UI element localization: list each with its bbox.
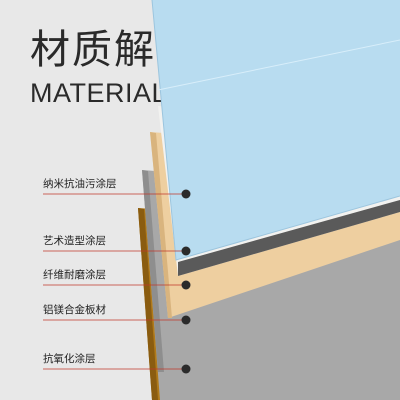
label-nano-oil-resistant: 纳米抗油污涂层 — [43, 178, 117, 190]
label-fiber-wear: 纤维耐磨涂层 — [43, 269, 106, 281]
label-aluminum-magnesium: 铝镁合金板材 — [43, 304, 106, 316]
marker-fiber — [181, 280, 191, 290]
layer-anti-oxidation-shade — [138, 208, 158, 400]
marker-art — [181, 246, 191, 256]
layer-aluminum-magnesium-shade — [142, 170, 164, 372]
layer-nano-oil-resistant — [152, 0, 400, 260]
label-anti-oxidation: 抗氧化涂层 — [43, 353, 96, 365]
layer-art-styling-shade — [178, 200, 400, 276]
marker-anti-oxidation — [181, 364, 191, 374]
marker-aluminum — [181, 315, 191, 325]
layer-fiber-wear-shade — [150, 132, 172, 318]
marker-nano — [181, 189, 191, 199]
layer-nano-oil-resistant-highlight — [157, 39, 400, 91]
layer-nano-oil-resistant-edge — [151, 0, 400, 261]
label-art-styling: 艺术造型涂层 — [43, 235, 106, 247]
